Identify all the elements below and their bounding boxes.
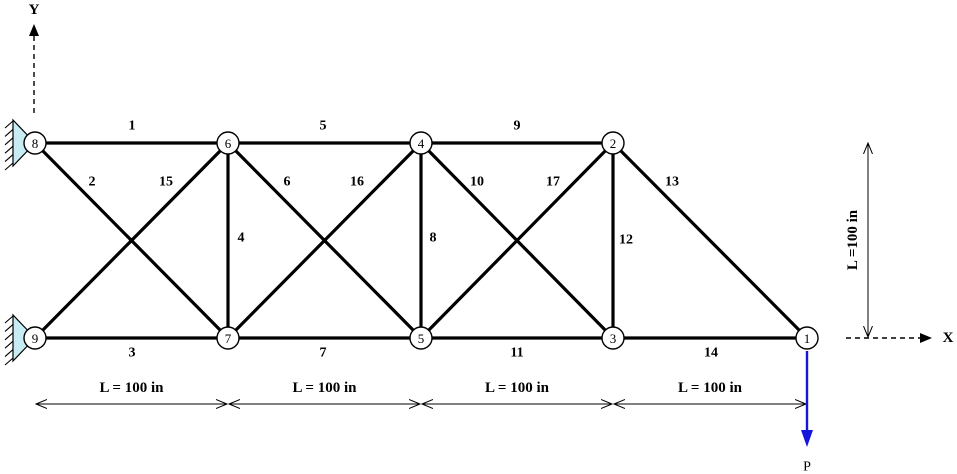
- member-label-6: 6: [284, 175, 291, 190]
- node-8: 8: [23, 131, 47, 155]
- dimension-label: L = 100 in: [678, 380, 743, 396]
- ground-hatch: [4, 145, 14, 154]
- y-axis-label: Y: [29, 2, 40, 18]
- truss-member-15: [33, 141, 230, 340]
- member-label-9: 9: [514, 119, 521, 134]
- node-circle: [795, 326, 819, 350]
- member-label-16: 16: [350, 175, 364, 190]
- y-axis-arrowhead: [29, 24, 39, 36]
- member-label-15: 15: [159, 175, 173, 190]
- ground-hatch: [4, 137, 14, 146]
- ground-hatch: [4, 128, 14, 137]
- member-label-13: 13: [665, 175, 679, 190]
- node-circle: [601, 326, 625, 350]
- node-4: 4: [409, 131, 433, 155]
- node-circle: [409, 326, 433, 350]
- node-label: 5: [418, 331, 425, 346]
- member-label-12: 12: [619, 233, 633, 248]
- ground-hatch: [4, 332, 14, 341]
- node-label: 7: [225, 331, 232, 346]
- horizontal-dimension-3: L = 100 in: [422, 380, 612, 404]
- member-label-8: 8: [430, 231, 437, 246]
- horizontal-dimension-4: L = 100 in: [614, 380, 806, 404]
- node-6: 6: [216, 131, 240, 155]
- ground-hatch: [4, 340, 14, 349]
- x-axis-arrowhead: [920, 333, 932, 343]
- node-label: 9: [32, 331, 39, 346]
- dimension-label: L = 100 in: [485, 380, 550, 396]
- node-9: 9: [23, 326, 47, 350]
- ground-hatch: [4, 323, 14, 332]
- node-label: 3: [610, 331, 617, 346]
- node-label: 1: [804, 331, 811, 346]
- member-label-4: 4: [238, 231, 245, 246]
- node-circle: [23, 326, 47, 350]
- members: [33, 141, 809, 340]
- ground-hatch: [4, 349, 14, 358]
- member-label-5: 5: [320, 119, 327, 134]
- node-label: 2: [610, 136, 617, 151]
- ground-hatch: [4, 120, 14, 129]
- node-3: 3: [601, 326, 625, 350]
- vertical-dimension: L =100 in: [845, 143, 868, 337]
- horizontal-dimensions: L = 100 in L = 100 in L = 100 in L = 100 in: [36, 380, 806, 404]
- node-2: 2: [601, 131, 625, 155]
- truss-member-17: [419, 141, 615, 340]
- horizontal-dimension-2: L = 100 in: [229, 380, 420, 404]
- node-label: 6: [225, 136, 232, 151]
- member-label-7: 7: [320, 346, 327, 361]
- node-5: 5: [409, 326, 433, 350]
- node-1: 1: [795, 326, 819, 350]
- node-circle: [216, 131, 240, 155]
- member-label-1: 1: [129, 119, 136, 134]
- node-label: 8: [32, 136, 39, 151]
- ground-hatch: [4, 162, 14, 171]
- vertical-dimension-label: L =100 in: [845, 209, 861, 270]
- horizontal-dimension-1: L = 100 in: [36, 380, 227, 404]
- node-circle: [601, 131, 625, 155]
- node-label: 4: [418, 136, 425, 151]
- member-label-3: 3: [129, 346, 136, 361]
- load-arrowhead: [801, 430, 813, 447]
- node-7: 7: [216, 326, 240, 350]
- node-circle: [409, 131, 433, 155]
- node-circle: [23, 131, 47, 155]
- x-axis-label: X: [943, 330, 954, 346]
- truss-member-16: [226, 141, 423, 340]
- load-arrow: P: [801, 351, 813, 474]
- ground-hatch: [4, 357, 14, 366]
- load-label: P: [803, 460, 811, 474]
- member-label-17: 17: [546, 175, 560, 190]
- dimension-label: L = 100 in: [293, 380, 358, 396]
- member-label-2: 2: [89, 175, 96, 190]
- truss-member-13: [611, 141, 809, 340]
- member-label-14: 14: [704, 346, 718, 361]
- member-label-10: 10: [470, 175, 484, 190]
- dimension-label: L = 100 in: [100, 380, 165, 396]
- x-axis: X: [846, 330, 954, 346]
- node-circle: [216, 326, 240, 350]
- ground-hatch: [4, 154, 14, 163]
- ground-hatch: [4, 315, 14, 324]
- y-axis: Y: [29, 2, 40, 113]
- member-label-11: 11: [510, 346, 523, 361]
